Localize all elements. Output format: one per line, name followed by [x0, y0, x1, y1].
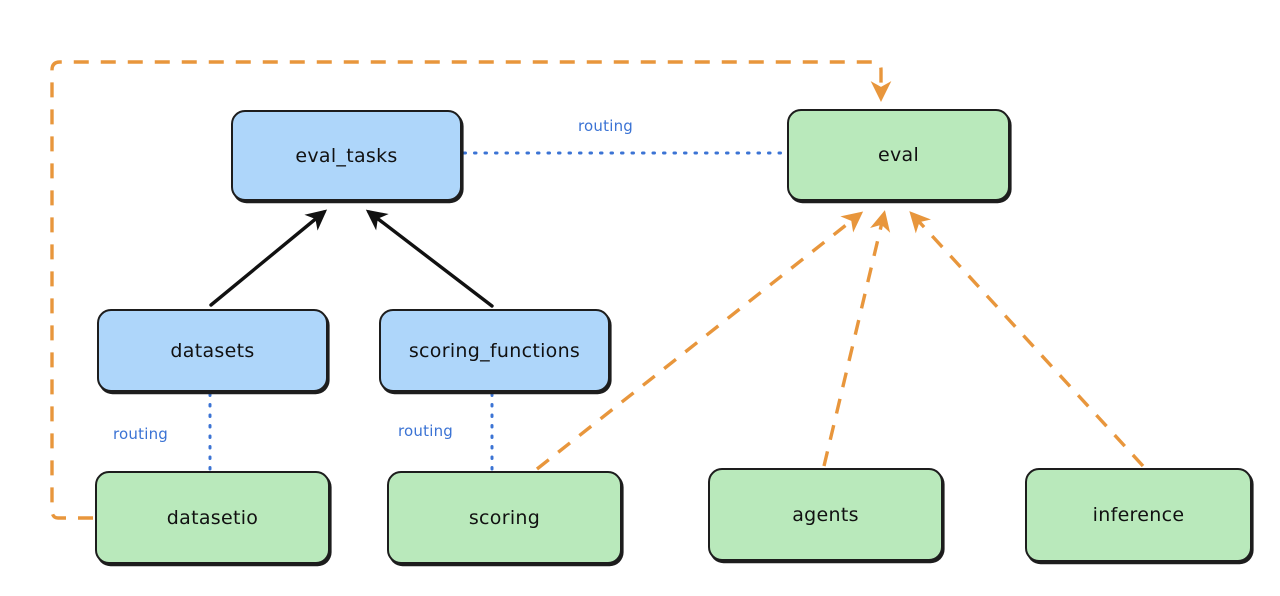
edge-datasetio-to-eval	[50, 60, 892, 520]
edge-label-routing-datasets-datasetio: routing	[113, 425, 168, 443]
node-eval[interactable]: eval	[787, 109, 1010, 201]
edge-label-routing-scoring-functions-scoring: routing	[398, 422, 453, 440]
node-agents[interactable]: agents	[708, 468, 943, 561]
node-scoring[interactable]: scoring	[387, 471, 622, 564]
node-label-datasets: datasets	[170, 339, 255, 362]
edge-scoring-functions-to-eval-tasks	[365, 209, 494, 308]
node-label-eval-tasks: eval_tasks	[295, 144, 398, 167]
node-datasets[interactable]: datasets	[97, 309, 328, 392]
node-label-inference: inference	[1092, 504, 1185, 526]
edge-label-routing-eval-tasks-eval: routing	[578, 117, 633, 135]
node-label-eval: eval	[877, 144, 920, 166]
edge-agents-to-eval	[822, 210, 891, 467]
node-label-agents: agents	[792, 503, 859, 526]
node-eval-tasks[interactable]: eval_tasks	[231, 110, 462, 201]
node-datasetio[interactable]: datasetio	[95, 471, 330, 564]
edge-datasets-to-eval-tasks	[209, 209, 328, 307]
node-scoring-functions[interactable]: scoring_functions	[379, 309, 610, 392]
edge-inference-to-eval	[909, 211, 1145, 468]
node-label-scoring: scoring	[468, 506, 541, 529]
node-inference[interactable]: inference	[1025, 468, 1252, 562]
node-label-datasetio: datasetio	[166, 506, 259, 529]
node-label-scoring-functions: scoring_functions	[408, 339, 581, 362]
